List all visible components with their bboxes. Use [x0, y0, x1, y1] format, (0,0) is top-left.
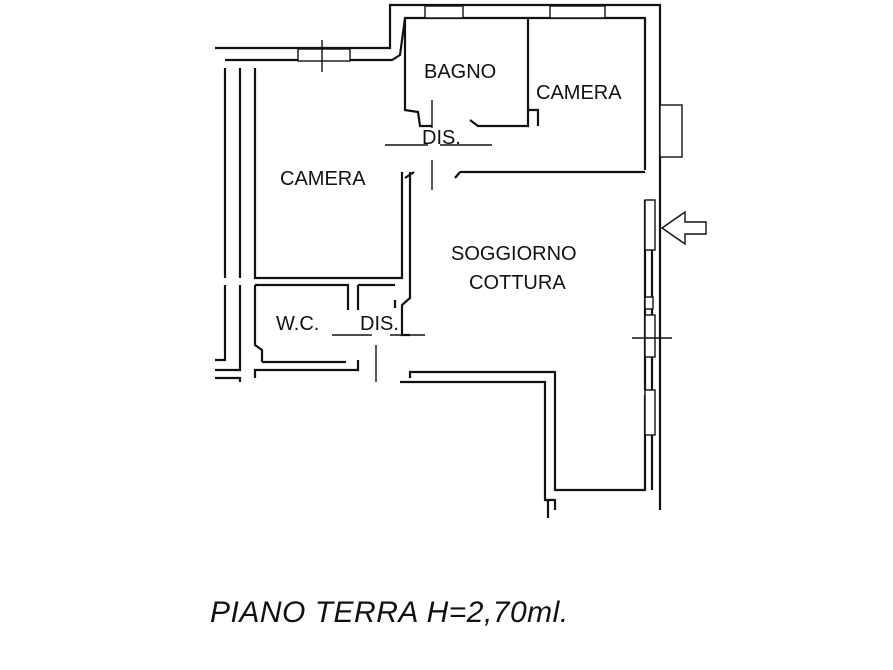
label-soggiorno: SOGGIORNO	[451, 243, 577, 265]
label-camera-top: CAMERA	[536, 82, 622, 104]
outer-walls	[215, 3, 662, 518]
window-bagno	[424, 5, 464, 19]
entrance-arrow-icon	[660, 210, 707, 246]
window-soggiorno-2	[644, 314, 656, 358]
door-openings	[332, 100, 492, 382]
floor-caption: PIANO TERRA H=2,70ml.	[210, 596, 569, 629]
label-dis-top: DIS.	[422, 127, 461, 149]
window-camera-left	[297, 48, 351, 62]
window-soggiorno-1	[644, 199, 656, 251]
balcony-box	[659, 104, 683, 158]
window-soggiorno-3	[644, 389, 656, 436]
label-camera-left: CAMERA	[280, 168, 366, 190]
label-cottura: COTTURA	[469, 272, 566, 294]
label-dis-bottom: DIS.	[360, 313, 399, 335]
label-bagno: BAGNO	[424, 61, 496, 83]
windows	[297, 5, 683, 436]
label-wc: W.C.	[276, 313, 319, 335]
window-camera-top	[549, 5, 606, 19]
